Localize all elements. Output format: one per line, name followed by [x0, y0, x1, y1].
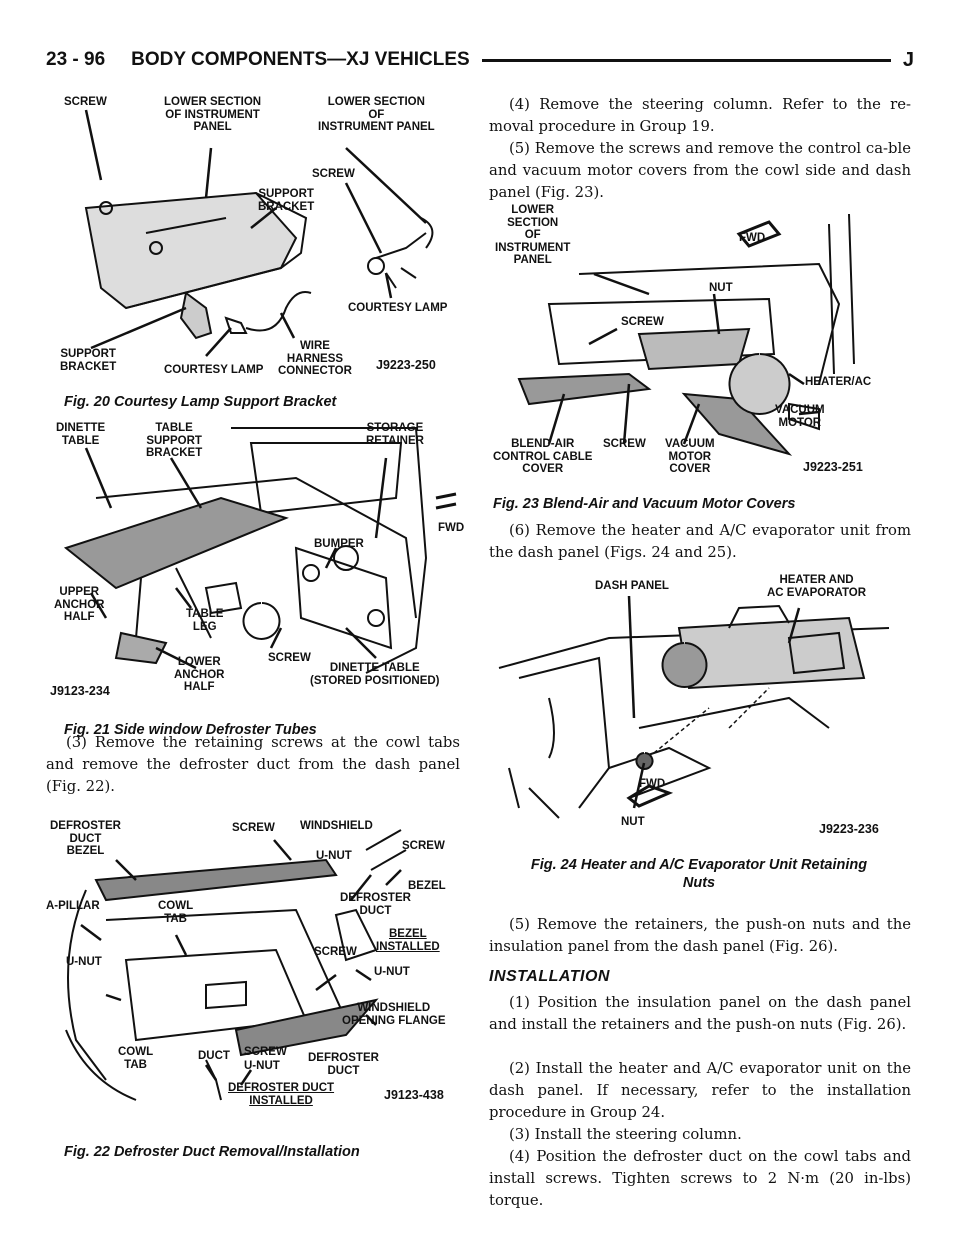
header-rule [481, 58, 891, 62]
label-defroster-duct-bezel: DEFROSTER DUCT BEZEL [50, 820, 121, 857]
label-u-nut-right: U-NUT [374, 966, 410, 978]
label-screw-right: SCREW [402, 840, 445, 852]
corner-letter: J [902, 48, 914, 71]
install-step-2: (2) Install the heater and A/C evaporato… [489, 1060, 911, 1121]
figure-24: DASH PANEL HEATER AND AC EVAPORATOR FWD … [489, 568, 914, 908]
dinette-table-illustration [63, 427, 457, 674]
page-number: 23 - 96 [46, 49, 106, 70]
label-dinette-table: DINETTE TABLE [56, 422, 106, 447]
figure-24-caption-line2: Nuts [682, 875, 716, 891]
label-fwd: FWD [639, 778, 666, 790]
label-screw-bottom: SCREW [244, 1046, 287, 1058]
label-heater-ac: HEATER/AC [805, 376, 872, 388]
label-screw-top: SCREW [232, 822, 275, 834]
label-bezel: BEZEL [408, 880, 446, 892]
label-nut: NUT [621, 816, 645, 828]
figure-code-23: J9223-251 [803, 460, 863, 474]
label-dash-panel: DASH PANEL [595, 580, 669, 592]
figure-22-caption: Fig. 22 Defroster Duct Removal/Installat… [64, 1144, 360, 1160]
figure-21-caption: Fig. 21 Side window Defroster Tubes [64, 722, 317, 738]
label-fwd: FWD [438, 522, 465, 534]
right-column: (4) Remove the steering column. Refer to… [489, 88, 914, 1209]
label-table-leg: TABLE LEG [186, 608, 224, 633]
figure-code-21: J9123-234 [50, 684, 110, 698]
label-vacuum-motor: VACUUM MOTOR [775, 404, 825, 429]
figure-24-caption: Fig. 24 Heater and A/C Evaporator Unit R… [479, 856, 919, 892]
install-step-4: (4) Position the defroster duct on the c… [489, 1148, 911, 1209]
label-bezel-installed: BEZEL INSTALLED [376, 928, 440, 953]
label-bumper: BUMPER [314, 538, 364, 550]
label-a-pillar: A-PILLAR [46, 900, 100, 912]
label-lower-section: LOWER SECTION OF INSTRUMENT PANEL [495, 204, 571, 266]
label-screw-top: SCREW [621, 316, 664, 328]
figure-24-caption-line1: Fig. 24 Heater and A/C Evaporator Unit R… [530, 857, 868, 873]
label-screw-mid: SCREW [312, 168, 355, 180]
label-screw-top: SCREW [64, 96, 107, 108]
label-screw: SCREW [268, 652, 311, 664]
right-paragraph-6: (6) Remove the heater and A/C evaporator… [489, 522, 911, 561]
label-defroster-duct-bottom: DEFROSTER DUCT [308, 1052, 379, 1077]
courtesy-lamp-illustration [84, 109, 434, 357]
label-cowl-tab-top: COWL TAB [158, 900, 194, 925]
right-paragraph-4: (4) Remove the steering column. Refer to… [489, 96, 911, 135]
label-storage-retainer: STORAGE RETAINER [366, 422, 424, 447]
label-nut: NUT [709, 282, 733, 294]
right-paragraph-5b: (5) Remove the retainers, the push-on nu… [489, 916, 911, 955]
figure-20: SCREW LOWER SECTION OF INSTRUMENT PANEL … [46, 88, 471, 410]
right-paragraph-5: (5) Remove the screws and remove the con… [489, 140, 911, 201]
label-support-bracket-mid: SUPPORT BRACKET [258, 188, 315, 213]
label-u-nut-left: U-NUT [66, 956, 102, 968]
label-heater-evap: HEATER AND AC EVAPORATOR [767, 574, 867, 599]
label-cowl-tab-bottom: COWL TAB [118, 1046, 154, 1071]
page-header: 23 - 96 BODY COMPONENTS—XJ VEHICLES J [46, 46, 914, 74]
figure-22: DEFROSTER DUCT BEZEL SCREW WINDSHIELD SC… [46, 820, 471, 1160]
figure-21: DINETTE TABLE TABLE SUPPORT BRACKET STOR… [46, 418, 471, 738]
label-table-support: TABLE SUPPORT BRACKET [146, 422, 203, 459]
label-lower-anchor: LOWER ANCHOR HALF [174, 656, 225, 693]
figure-code-24: J9223-236 [819, 822, 879, 836]
label-courtesy-lamp-bottom: COURTESY LAMP [164, 364, 264, 376]
label-upper-anchor: UPPER ANCHOR HALF [54, 586, 105, 623]
label-blend-air: BLEND-AIR CONTROL CABLE COVER [493, 438, 593, 475]
figure-23: LOWER SECTION OF INSTRUMENT PANEL FWD NU… [489, 204, 914, 514]
label-support-bracket-bottom: SUPPORT BRACKET [60, 348, 117, 373]
label-wire-harness: WIRE HARNESS CONNECTOR [278, 340, 352, 377]
label-windshield: WINDSHIELD [300, 820, 373, 832]
figure-20-caption: Fig. 20 Courtesy Lamp Support Bracket [64, 394, 337, 410]
label-u-nut-top: U-NUT [316, 850, 352, 862]
blend-air-illustration [517, 213, 855, 456]
section-title: BODY COMPONENTS—XJ VEHICLES [131, 49, 470, 70]
figure-code-22: J9123-438 [384, 1088, 444, 1102]
left-paragraph-3: (3) Remove the retaining screws at the c… [46, 734, 460, 795]
heater-evaporator-illustration [498, 595, 890, 819]
label-lower-section-panel: LOWER SECTION OF INSTRUMENT PANEL [164, 96, 262, 133]
label-lower-section-of-panel: LOWER SECTION OF INSTRUMENT PANEL [318, 96, 435, 133]
label-screw-center: SCREW [314, 946, 357, 958]
defroster-duct-illustration [65, 829, 407, 1101]
label-duct: DUCT [198, 1050, 230, 1062]
figure-code-20: J9223-250 [376, 358, 436, 372]
left-column: SCREW LOWER SECTION OF INSTRUMENT PANEL … [46, 88, 471, 1198]
label-defroster-duct-mid: DEFROSTER DUCT [340, 892, 411, 917]
label-dinette-stored: DINETTE TABLE (STORED POSITIONED) [310, 662, 440, 687]
label-windshield-flange: WINDSHIELD OPENING FLANGE [342, 1002, 446, 1027]
installation-heading: INSTALLATION [489, 968, 610, 985]
figure-23-caption: Fig. 23 Blend-Air and Vacuum Motor Cover… [493, 496, 796, 512]
label-vacuum-motor-cover: VACUUM MOTOR COVER [665, 438, 715, 475]
label-u-nut-bottom: U-NUT [244, 1060, 280, 1072]
label-courtesy-lamp-right: COURTESY LAMP [348, 302, 448, 314]
label-screw-bottom: SCREW [603, 438, 646, 450]
label-fwd: FWD [739, 232, 766, 244]
label-defroster-duct-installed: DEFROSTER DUCT INSTALLED [228, 1082, 335, 1107]
install-step-1: (1) Position the insulation panel on the… [489, 994, 911, 1033]
install-step-3: (3) Install the steering column. [509, 1126, 742, 1143]
